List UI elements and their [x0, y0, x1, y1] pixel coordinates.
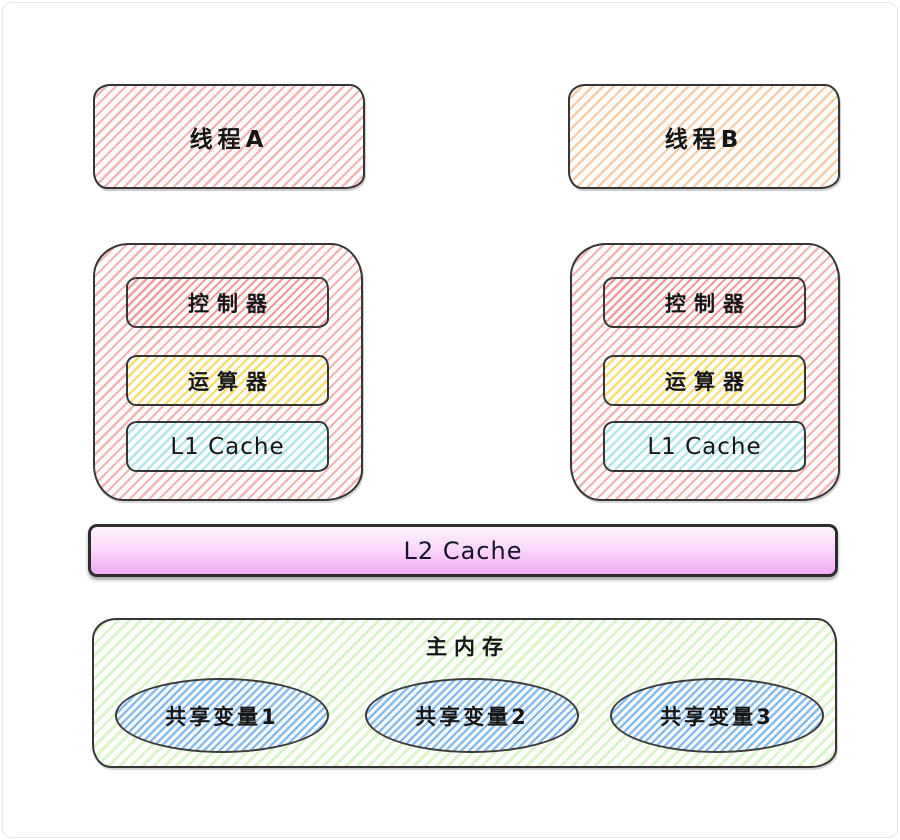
- cpu-a-controller-label: 控制器: [188, 291, 275, 316]
- shared-variable-1-ellipse: 共享变量1: [115, 678, 329, 753]
- thread-b-label: 线程B: [664, 126, 744, 153]
- cpu-b-controller-box: 控制器: [603, 277, 806, 328]
- l2-cache-bar: L2 Cache: [88, 524, 838, 577]
- thread-a-box: 线程A: [93, 84, 365, 189]
- cpu-b-box: 控制器 运算器 L1 Cache: [570, 243, 840, 501]
- cpu-a-l1-cache-label: L1 Cache: [170, 433, 285, 460]
- cpu-b-alu-label: 运算器: [665, 369, 752, 394]
- thread-a-label: 线程A: [189, 126, 269, 153]
- cpu-b-controller-label: 控制器: [665, 291, 752, 316]
- shared-variable-2-ellipse: 共享变量2: [365, 678, 579, 753]
- cpu-a-box: 控制器 运算器 L1 Cache: [93, 243, 363, 501]
- cpu-b-l1-cache-label: L1 Cache: [647, 433, 762, 460]
- main-memory-title: 主内存: [426, 635, 510, 659]
- cpu-a-alu-box: 运算器: [126, 355, 329, 406]
- cpu-b-alu-box: 运算器: [603, 355, 806, 406]
- cpu-a-l1-cache-box: L1 Cache: [126, 421, 329, 472]
- l2-cache-label: L2 Cache: [403, 536, 523, 565]
- shared-variable-1-label: 共享变量1: [165, 704, 279, 729]
- main-memory-box: 主内存 共享变量1 共享变量2 共享变量3: [92, 618, 837, 768]
- cpu-a-alu-label: 运算器: [188, 369, 275, 394]
- shared-variable-2-label: 共享变量2: [415, 704, 529, 729]
- cpu-b-l1-cache-box: L1 Cache: [603, 421, 806, 472]
- shared-variable-3-label: 共享变量3: [660, 704, 774, 729]
- thread-b-box: 线程B: [568, 84, 840, 189]
- cpu-a-controller-box: 控制器: [126, 277, 329, 328]
- shared-variable-3-ellipse: 共享变量3: [610, 678, 824, 753]
